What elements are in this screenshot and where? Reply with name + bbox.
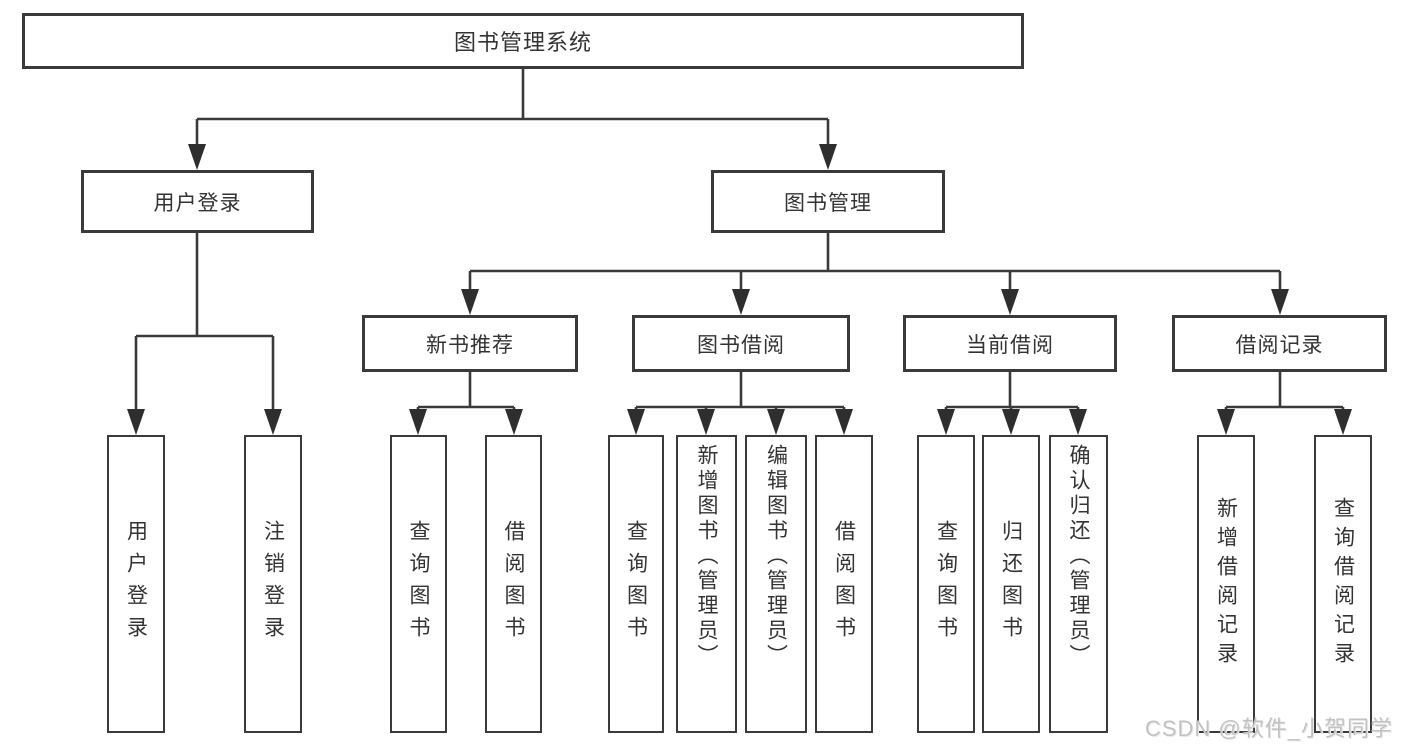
node-label: 查询图书 — [407, 520, 430, 648]
node-label: 查询图书 — [624, 520, 648, 648]
watermark: CSDN @软件_小贺同学 — [1144, 716, 1393, 741]
leaf-logout-login: 注销登录 — [244, 435, 302, 733]
node-label: 注销登录 — [261, 520, 285, 648]
node-label: 用户登录 — [153, 191, 242, 215]
node-label: 新增图书（管理员） — [695, 444, 718, 669]
node-user-login: 用户登录 — [81, 170, 314, 233]
node-label: 当前借阅 — [966, 333, 1054, 357]
leaf-add-books-admin: 新增图书（管理员） — [676, 435, 737, 733]
leaf-add-borrow-record: 新增借阅记录 — [1197, 435, 1255, 733]
node-label: 编辑图书（管理员） — [764, 444, 788, 669]
node-label: 图书管理系统 — [453, 30, 592, 55]
node-label: 用户登录 — [124, 520, 148, 648]
node-label: 归还图书 — [999, 520, 1023, 648]
leaf-confirm-return-admin: 确认归还（管理员） — [1049, 435, 1108, 733]
node-book-management: 图书管理 — [711, 170, 945, 233]
node-label: 借阅记录 — [1235, 333, 1324, 357]
leaf-query-books-borrowing: 查询图书 — [608, 435, 664, 733]
node-borrowing-records: 借阅记录 — [1172, 315, 1387, 372]
leaf-query-borrow-record: 查询借阅记录 — [1314, 435, 1372, 733]
leaf-return-books: 归还图书 — [982, 435, 1040, 733]
node-new-book-recommend: 新书推荐 — [362, 315, 578, 372]
leaf-user-login: 用户登录 — [107, 435, 165, 733]
node-label: 查询借阅记录 — [1331, 497, 1355, 671]
node-label: 图书借阅 — [697, 333, 785, 357]
node-library-management-system: 图书管理系统 — [22, 13, 1024, 69]
leaf-borrow-books-borrowing: 借阅图书 — [815, 435, 873, 733]
node-label: 新书推荐 — [426, 333, 514, 357]
leaf-borrow-books-recommend: 借阅图书 — [485, 435, 542, 733]
leaf-query-books-recommend: 查询图书 — [390, 435, 447, 733]
node-label: 借阅图书 — [832, 520, 856, 648]
node-label: 借阅图书 — [502, 520, 525, 648]
node-label: 新增借阅记录 — [1214, 497, 1238, 671]
leaf-edit-books-admin: 编辑图书（管理员） — [745, 435, 807, 733]
node-book-borrowing: 图书借阅 — [632, 315, 850, 372]
leaf-query-books-current: 查询图书 — [917, 435, 975, 733]
node-label: 查询图书 — [934, 520, 958, 648]
node-current-borrowing: 当前借阅 — [903, 315, 1117, 372]
node-label: 图书管理 — [784, 191, 872, 215]
node-label: 确认归还（管理员） — [1067, 444, 1090, 669]
